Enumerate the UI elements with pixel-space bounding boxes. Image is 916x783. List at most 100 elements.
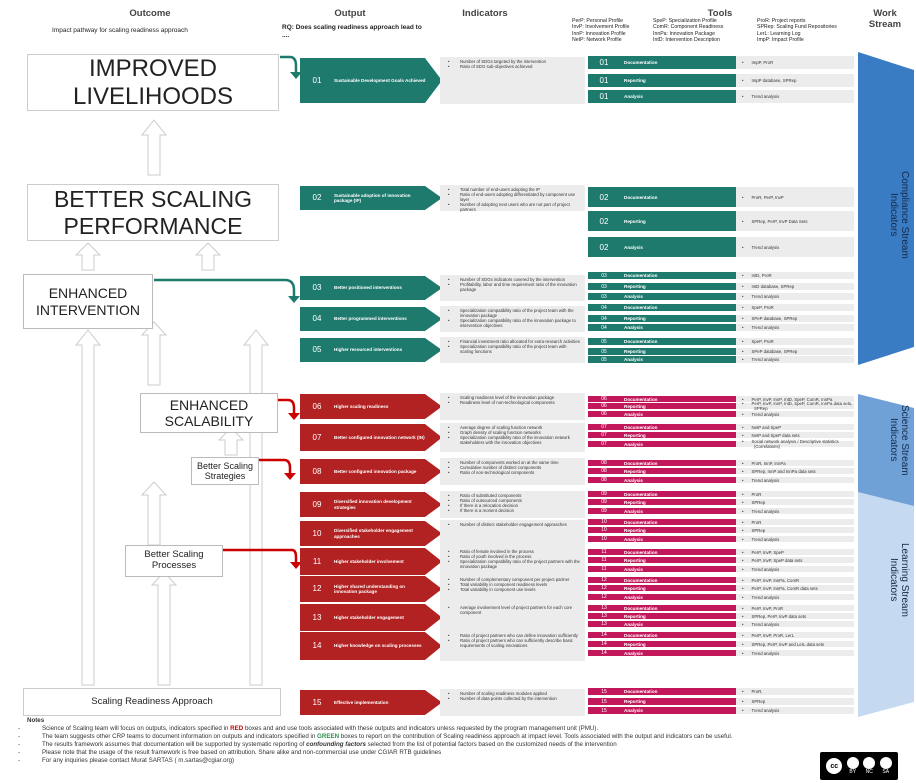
tool-number: 10 [601, 519, 607, 525]
tool-value: SPRep, PerP, InvP and LerL data sets [736, 641, 854, 647]
output-title: Diversified innovation development strat… [334, 499, 412, 510]
tool-number: 15 [601, 698, 607, 705]
note-line: -The team suggests other CRP teams to do… [18, 733, 733, 740]
indicator-item: Readiness level of non-technological com… [448, 400, 581, 405]
tool-number: 04 [601, 324, 607, 331]
cc-license-badge[interactable]: cc BY NC SA [820, 752, 898, 780]
tool-value: ProR, PerP, InvP [736, 187, 854, 207]
tool-value: Trend analysis [736, 566, 854, 572]
tool-label: Reporting [620, 499, 736, 505]
indicator-item: Graph density of scaling function networ… [448, 430, 581, 435]
tool-value: SPRep [736, 698, 854, 705]
indicator-item: Cumulative number of distinct components [448, 465, 581, 470]
indicator-item: Number of adopting next users who are no… [448, 202, 581, 212]
tool-label: Reporting [620, 698, 736, 705]
tool-value: Trend analysis [736, 324, 854, 331]
tool-value: IntD database, SPRep [736, 283, 854, 290]
tool-number: 03 [601, 293, 607, 300]
tool-number: 04 [601, 315, 607, 322]
tool-label: Analysis [620, 293, 736, 300]
tool-label: Documentation [620, 272, 736, 279]
output-title: Diversified stakeholder engagement appro… [334, 528, 413, 539]
tool-value: SPRep [736, 499, 854, 505]
tool-number: 10 [601, 527, 607, 533]
indicators-07: Average degree of scaling function netwo… [440, 423, 585, 452]
tool-label: Reporting [620, 432, 736, 438]
tool-number: 03 [601, 283, 607, 290]
tool-label: Reporting [620, 468, 736, 474]
output-number: 15 [312, 697, 322, 707]
tool-value: SPRep [736, 527, 854, 533]
output-header: Output [334, 8, 366, 19]
output-number: 03 [312, 283, 322, 293]
output-number: 13 [312, 612, 322, 622]
tool-label: Analysis [620, 508, 736, 514]
indicators-12: Number of complementary component per pr… [440, 575, 585, 603]
tool-number: 01 [599, 58, 609, 67]
tool-row-15-reporting: 15 Reporting [588, 698, 736, 705]
output-title: Better configured innovation package [334, 468, 417, 474]
indicator-item: Total variability in component readiness… [448, 582, 581, 587]
tool-number: 12 [601, 577, 607, 583]
indicator-item: Ratio of SDG sub-objectives achieved [448, 64, 581, 69]
output-number: 02 [312, 193, 322, 203]
tool-number: 03 [601, 272, 607, 279]
indicator-item: Specialization compatibility ratio of th… [448, 344, 581, 354]
tool-number: 13 [601, 613, 607, 619]
tool-label: Analysis [620, 356, 736, 363]
indicator-item: Specialization compatibility ratio of th… [448, 318, 581, 328]
tool-number: 14 [601, 650, 607, 656]
indicator-item: Scaling readiness level of the innovatio… [448, 395, 581, 400]
tool-number: 05 [601, 356, 607, 363]
tool-label: Documentation [620, 577, 736, 583]
outcome-enhanced-scalability: ENHANCED SCALABILITY [140, 393, 278, 433]
work-stream-learning: Learning Stream Indicators [888, 543, 910, 617]
indicator-item: Number of complementary component per pr… [448, 577, 581, 582]
tool-label: Documentation [620, 56, 736, 69]
tool-number: 11 [601, 557, 607, 563]
tool-label: Reporting [620, 641, 736, 647]
sa-icon: SA [879, 757, 892, 775]
output-number: 06 [312, 401, 322, 411]
indicator-item: Number of SDGs indicators covered by the… [448, 277, 581, 282]
work-stream-compliance: Compliance Stream Indicators [888, 171, 910, 259]
indicators-13: Average involvement level of project par… [440, 603, 585, 632]
tool-number: 01 [599, 92, 609, 101]
tool-value: IntD, ProR [736, 272, 854, 279]
tool-row-05-analysis: 05 Analysis [588, 356, 736, 363]
output-number: 10 [312, 528, 322, 538]
tool-number: 09 [601, 499, 607, 505]
tool-label: Analysis [620, 90, 736, 103]
note-line: -For any inquiries please contact Murat … [18, 757, 235, 764]
indicator-item: Number of scaling readiness modules appl… [448, 691, 581, 696]
indicator-item: Specialization compatibility ratio of th… [448, 308, 581, 318]
tool-number: 15 [601, 688, 607, 695]
tool-number: 13 [601, 605, 607, 611]
indicator-item: Financial investment ratio allocated for… [448, 339, 581, 344]
work-stream-header: Work Stream [868, 8, 902, 30]
tool-value: ProR, InnP, InnPa [736, 460, 854, 466]
tool-value: ImpP database, SPRep [736, 74, 854, 87]
tool-value: SPRep, PerP, InvP data sets [736, 613, 854, 619]
indicator-item: Ratio of project partners who can suffic… [448, 638, 581, 648]
indicators-14: Ratio of project partners who can define… [440, 631, 585, 661]
indicator-item: Ratio of end-users adopting differentiat… [448, 192, 581, 202]
tool-value: Trend analysis [736, 594, 854, 600]
